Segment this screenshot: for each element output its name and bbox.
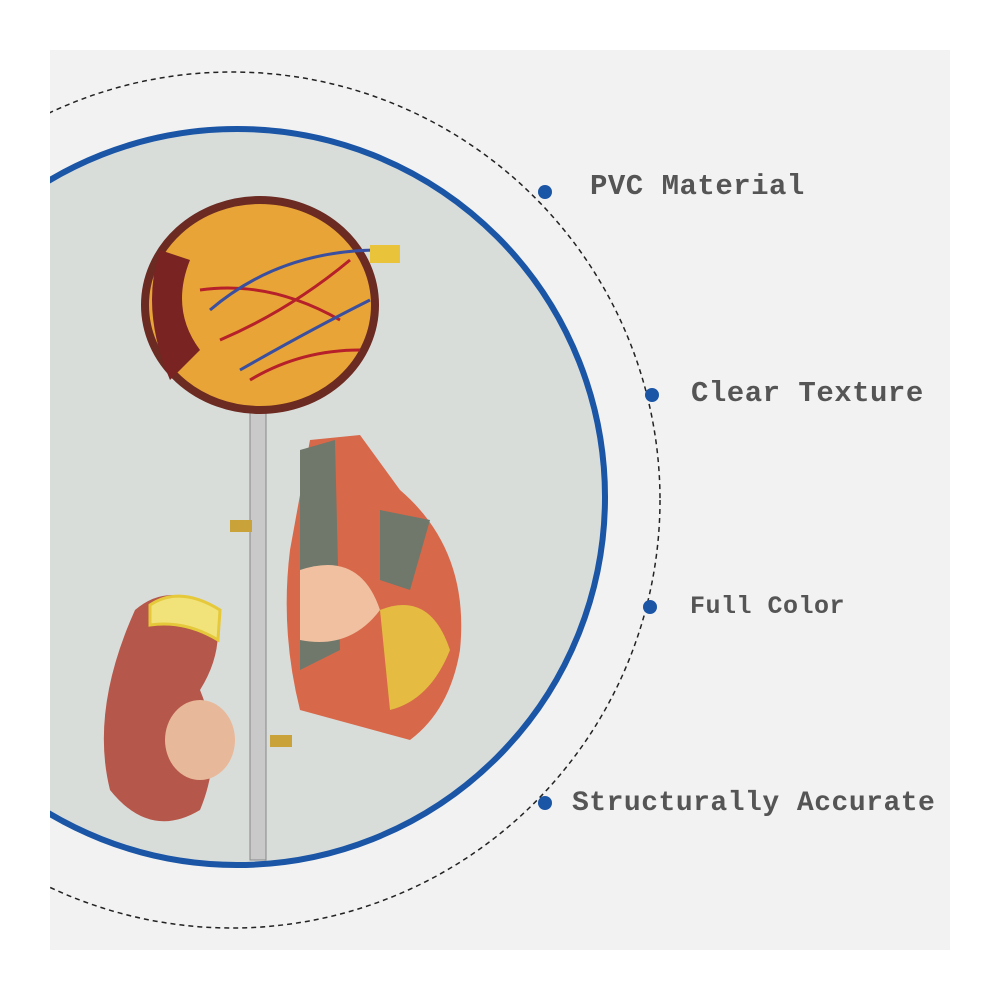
stand-pole bbox=[249, 409, 267, 861]
feature-label-structurally-accurate: Structurally Accurate bbox=[572, 788, 936, 819]
feature-label-pvc-material: PVC Material bbox=[590, 170, 805, 203]
feature-dot-clear-texture bbox=[645, 388, 659, 402]
feature-dot-full-color bbox=[643, 600, 657, 614]
eye-model bbox=[141, 196, 400, 414]
feature-label-full-color: Full Color bbox=[690, 592, 846, 621]
heart-model bbox=[286, 435, 462, 740]
kidney-model bbox=[103, 594, 235, 822]
product-panel: PVC Material Clear Texture Full Color St… bbox=[50, 50, 950, 950]
product-illustration bbox=[50, 71, 661, 929]
feature-label-clear-texture: Clear Texture bbox=[691, 377, 924, 410]
feature-dot-pvc-material bbox=[538, 185, 552, 199]
outer-dashed-circle bbox=[50, 71, 661, 929]
feature-dot-structurally-accurate bbox=[538, 796, 552, 810]
anatomy-model-photo bbox=[103, 196, 462, 861]
